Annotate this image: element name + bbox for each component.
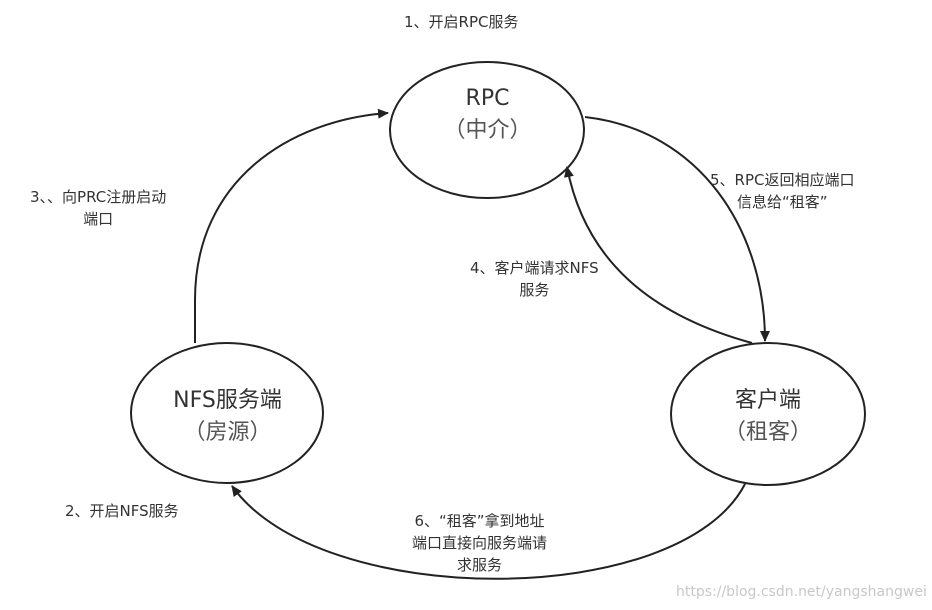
client-node-title: 客户端 bbox=[734, 388, 801, 413]
arrow-step6 bbox=[231, 483, 746, 580]
step4-line1: 4、客户端请求NFS bbox=[470, 259, 599, 277]
rpc-node: RPC （中介） bbox=[390, 83, 585, 147]
nfs-server-node-shape bbox=[130, 342, 324, 484]
step6-line2: 端口直接向服务端请 bbox=[412, 534, 548, 552]
arrow-step4 bbox=[563, 166, 753, 344]
arrow-step3 bbox=[194, 108, 389, 343]
client-node-subtitle: （租客） bbox=[723, 420, 812, 445]
step3-line1: 3、、向PRC注册启动 bbox=[30, 188, 167, 206]
step2-label: 2、开启NFS服务 bbox=[65, 502, 179, 520]
nfs-server-node-title: NFS服务端 bbox=[173, 388, 282, 413]
step5-line1: 5、RPC返回相应端口 bbox=[710, 171, 855, 189]
client-node-shape bbox=[670, 342, 866, 486]
rpc-node-title: RPC bbox=[465, 86, 510, 111]
rpc-node-subtitle: （中介） bbox=[443, 118, 532, 143]
step5-line2: 信息给“租客” bbox=[736, 193, 828, 211]
watermark: https://blog.csdn.net/yangshangwei bbox=[676, 584, 927, 600]
nfs-server-node-subtitle: （房源） bbox=[183, 420, 272, 445]
step1-label: 1、开启RPC服务 bbox=[404, 13, 519, 31]
step6-line1: 6、“租客”拿到地址 bbox=[414, 512, 545, 530]
nfs-server-node: NFS服务端 （房源） bbox=[131, 385, 324, 449]
rpc-node-shape bbox=[389, 61, 585, 199]
step3-line2: 端口 bbox=[83, 210, 114, 228]
step5-label: 5、RPC返回相应端口 信息给“租客” bbox=[710, 169, 855, 213]
step4-label: 4、客户端请求NFS 服务 bbox=[470, 257, 599, 301]
step6-line3: 求服务 bbox=[457, 556, 503, 574]
client-node: 客户端 （租客） bbox=[671, 385, 865, 449]
step4-line2: 服务 bbox=[519, 281, 550, 299]
arrow-step5 bbox=[584, 116, 770, 342]
step6-label: 6、“租客”拿到地址 端口直接向服务端请 求服务 bbox=[412, 510, 547, 576]
step3-label: 3、、向PRC注册启动 端口 bbox=[30, 186, 166, 230]
